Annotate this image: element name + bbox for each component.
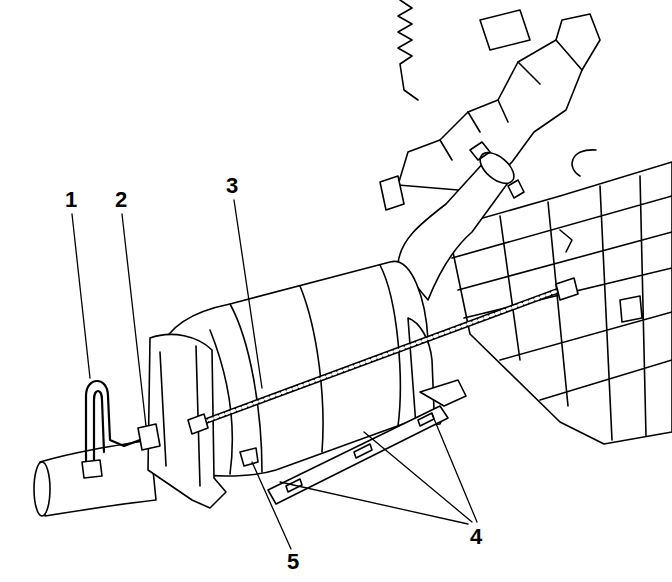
callout-number: 5 — [287, 551, 299, 573]
callout-number: 3 — [226, 175, 238, 197]
outlet-pipe — [40, 440, 156, 516]
support-bracket — [268, 406, 448, 504]
callout-number: 1 — [65, 189, 77, 211]
callout-number: 4 — [470, 526, 482, 548]
outlet-pipe-end — [34, 462, 50, 516]
hose-hook — [572, 150, 596, 176]
wiring-harness — [198, 290, 560, 424]
wire-clip — [138, 424, 160, 450]
sensor-wire — [86, 381, 140, 462]
leader-line — [252, 462, 291, 549]
sensor-wire — [94, 391, 104, 462]
leader-line — [432, 414, 477, 522]
leader-line — [72, 214, 90, 378]
heat-shield-front — [148, 334, 226, 508]
leader-line — [234, 200, 262, 388]
heat-shield-lip — [160, 346, 200, 486]
harness-connector — [188, 278, 578, 434]
callout-number: 2 — [115, 189, 127, 211]
leader-lines — [72, 200, 477, 549]
spring-coil — [398, 0, 418, 100]
wiring-harness — [198, 290, 560, 424]
oxygen-sensor — [82, 460, 102, 478]
leader-line — [364, 432, 472, 522]
engine-bracket — [380, 10, 530, 210]
engine-manifold — [398, 40, 582, 192]
leader-line — [122, 214, 146, 426]
transmission-ribs — [452, 176, 672, 440]
bracket-slots — [286, 413, 434, 492]
leader-line — [280, 482, 468, 524]
flange-bolt — [470, 142, 524, 198]
